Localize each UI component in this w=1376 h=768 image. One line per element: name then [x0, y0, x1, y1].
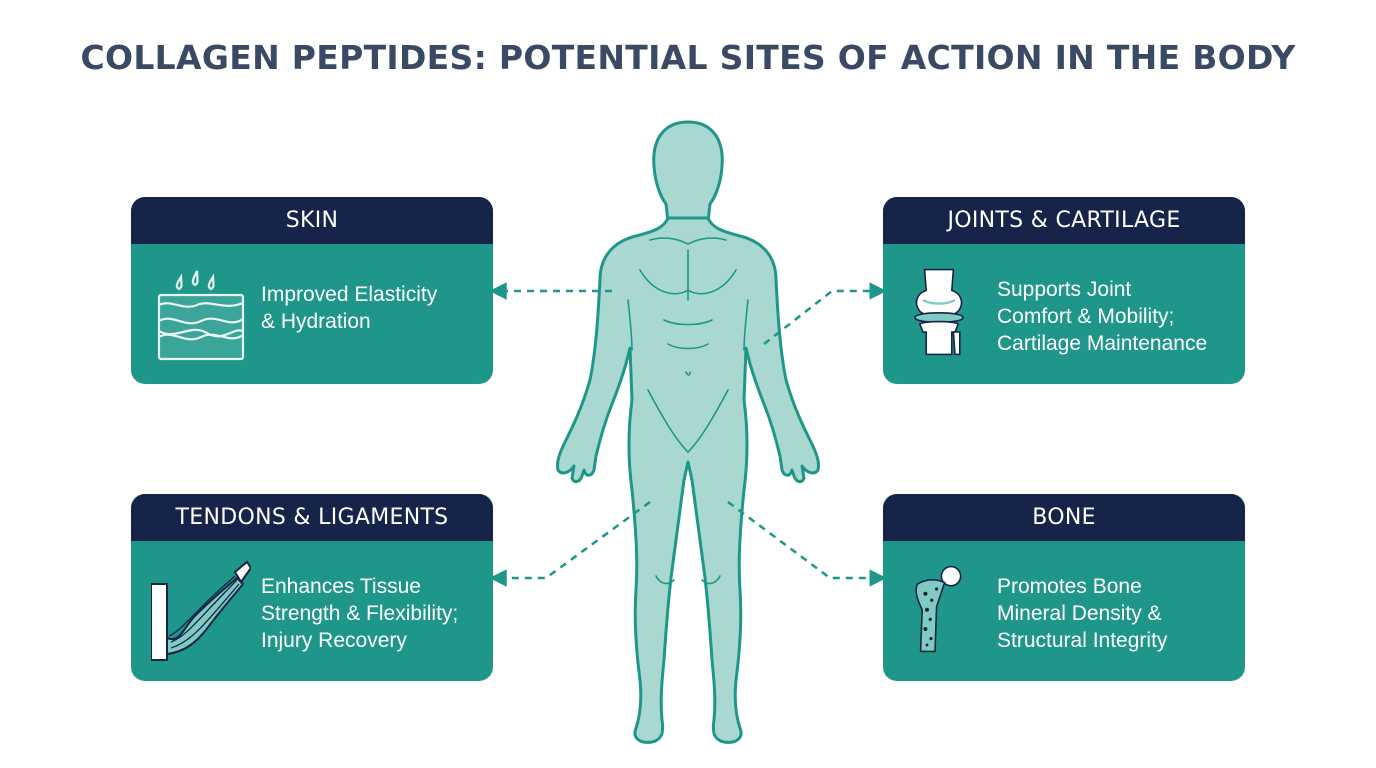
- body-head: [652, 120, 724, 224]
- card-bone-line: Structural Integrity: [997, 628, 1168, 652]
- card-bone-heading: BONE: [883, 494, 1245, 541]
- card-joints-description: Supports Joint Comfort & Mobility; Carti…: [997, 261, 1242, 371]
- card-tendons-line: Strength & Flexibility;: [261, 601, 459, 625]
- arrow-tendons: [489, 500, 651, 587]
- muscle-tendon-icon: [151, 560, 251, 661]
- card-skin-heading: SKIN: [131, 197, 493, 244]
- card-bone-line: Mineral Density &: [997, 601, 1162, 625]
- card-joints-line: Cartilage Maintenance: [997, 331, 1208, 355]
- card-tendons-heading: TENDONS & LIGAMENTS: [131, 494, 493, 541]
- card-joints-line: Supports Joint: [997, 277, 1132, 301]
- card-skin: SKIN Improved Elasticity & Hydration: [131, 197, 493, 384]
- card-skin-description: Improved Elasticity & Hydration: [261, 253, 491, 363]
- card-tendons-line: Injury Recovery: [261, 628, 407, 652]
- card-tendons-ligaments: TENDONS & LIGAMENTS Enhances Tissue Stre…: [131, 494, 493, 681]
- card-skin-line: Improved Elasticity: [261, 283, 438, 306]
- card-joints-heading: JOINTS & CARTILAGE: [883, 197, 1245, 244]
- body-silhouette: [556, 216, 820, 744]
- arrow-bone: [727, 500, 887, 587]
- card-tendons-line: Enhances Tissue: [261, 574, 421, 598]
- card-bone-line: Promotes Bone: [997, 574, 1142, 598]
- skin-layers-icon: [157, 270, 245, 361]
- page-title: COLLAGEN PEPTIDES: POTENTIAL SITES OF AC…: [80, 38, 1296, 77]
- card-joints-line: Comfort & Mobility;: [997, 304, 1175, 328]
- arrow-joints: [763, 282, 887, 345]
- knee-joint-icon: [914, 268, 964, 356]
- card-bone-description: Promotes Bone Mineral Density & Structur…: [997, 558, 1242, 668]
- card-skin-line: & Hydration: [261, 310, 371, 333]
- femur-bone-icon: [915, 565, 962, 653]
- card-bone: BONE Promotes Bone Mineral Density & Str…: [883, 494, 1245, 681]
- card-joints-cartilage: JOINTS & CARTILAGE Supports Joint Comfor…: [883, 197, 1245, 384]
- card-tendons-description: Enhances Tissue Strength & Flexibility; …: [261, 558, 491, 668]
